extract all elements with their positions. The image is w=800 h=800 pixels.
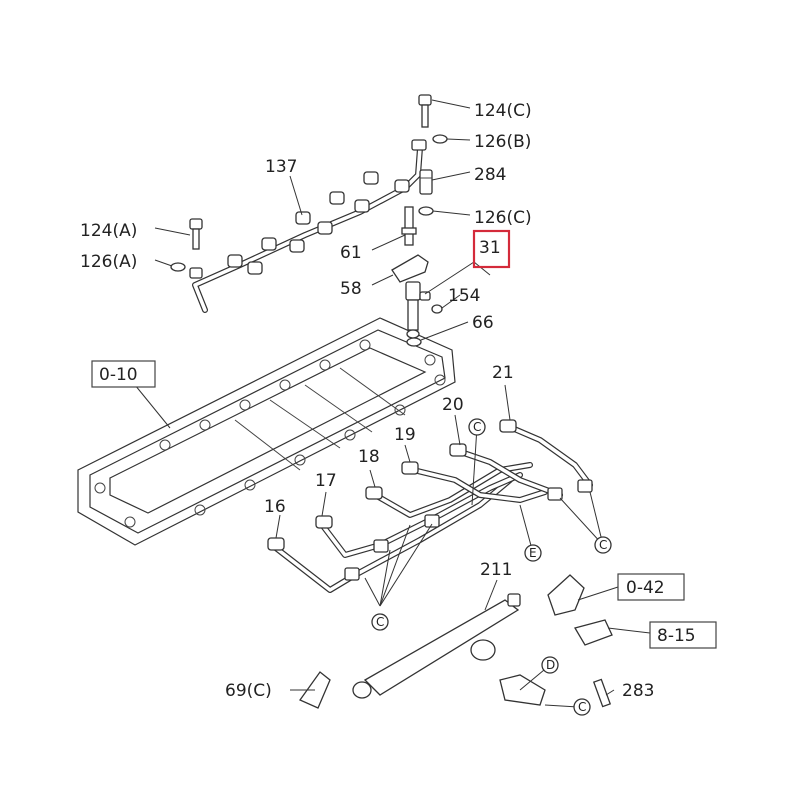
- callout-284: 284: [474, 165, 506, 185]
- leak-off-pipe-assembly: [189, 139, 427, 313]
- washer-126a: [170, 262, 186, 272]
- svg-text:C: C: [578, 700, 586, 714]
- bolt-124c: [418, 94, 432, 128]
- svg-text:0-10: 0-10: [99, 365, 138, 385]
- callout-124c: 124(C): [474, 101, 532, 121]
- svg-text:C: C: [473, 420, 481, 434]
- svg-text:C: C: [599, 538, 607, 552]
- injection-pipes: [267, 419, 593, 593]
- callout-18: 18: [358, 447, 380, 467]
- callout-19: 19: [394, 425, 416, 445]
- callout-16: 16: [264, 497, 286, 517]
- connector-c-3: C: [371, 613, 389, 631]
- highlight-box-31: [472, 229, 511, 269]
- callout-137: 137: [265, 157, 297, 177]
- injector-clamp-58: [391, 254, 429, 283]
- callout-126c: 126(C): [474, 208, 532, 228]
- ref-box-0-10: 0-10: [91, 360, 156, 388]
- connector-d: D: [541, 656, 559, 674]
- connector-c-2: C: [594, 536, 612, 554]
- callout-126a: 126(A): [80, 252, 137, 272]
- svg-text:0-42: 0-42: [626, 578, 665, 598]
- leader-lines: [134, 99, 651, 708]
- callout-17: 17: [315, 471, 337, 491]
- connector-c-4: C: [573, 698, 591, 716]
- connector-c-1: C: [468, 418, 486, 436]
- bolt-124a: [189, 218, 203, 250]
- ref-box-0-42: 0-42: [617, 573, 685, 601]
- bracket-8-15-area: [574, 619, 613, 646]
- callout-211: 211: [480, 560, 512, 580]
- callout-154: 154: [448, 286, 480, 306]
- callout-61: 61: [340, 243, 362, 263]
- callout-66: 66: [472, 313, 494, 333]
- head-cover-gasket: [77, 317, 456, 546]
- injector-31: [405, 281, 431, 339]
- callout-124a: 124(A): [80, 221, 137, 241]
- callout-126b: 126(B): [474, 132, 531, 152]
- bracket-0-42-area: [547, 574, 585, 616]
- svg-text:C: C: [376, 615, 384, 629]
- callout-69c: 69(C): [225, 681, 272, 701]
- connector-284: [419, 169, 433, 195]
- ref-box-8-15: 8-15: [649, 621, 717, 649]
- callout-21: 21: [492, 363, 514, 383]
- callout-31: 31: [479, 238, 501, 258]
- connector-e: E: [524, 544, 542, 562]
- svg-text:E: E: [529, 546, 537, 560]
- stud-61: [401, 206, 417, 246]
- o-ring-154: [431, 304, 443, 314]
- bolt-283: [592, 678, 612, 708]
- callout-283: 283: [622, 681, 654, 701]
- svg-text:8-15: 8-15: [657, 626, 696, 646]
- common-rail-211: [352, 593, 546, 706]
- washer-126b: [432, 134, 448, 144]
- seal-66: [406, 337, 422, 347]
- svg-text:D: D: [546, 658, 555, 672]
- washer-126c: [418, 206, 434, 216]
- callout-58: 58: [340, 279, 362, 299]
- callout-20: 20: [442, 395, 464, 415]
